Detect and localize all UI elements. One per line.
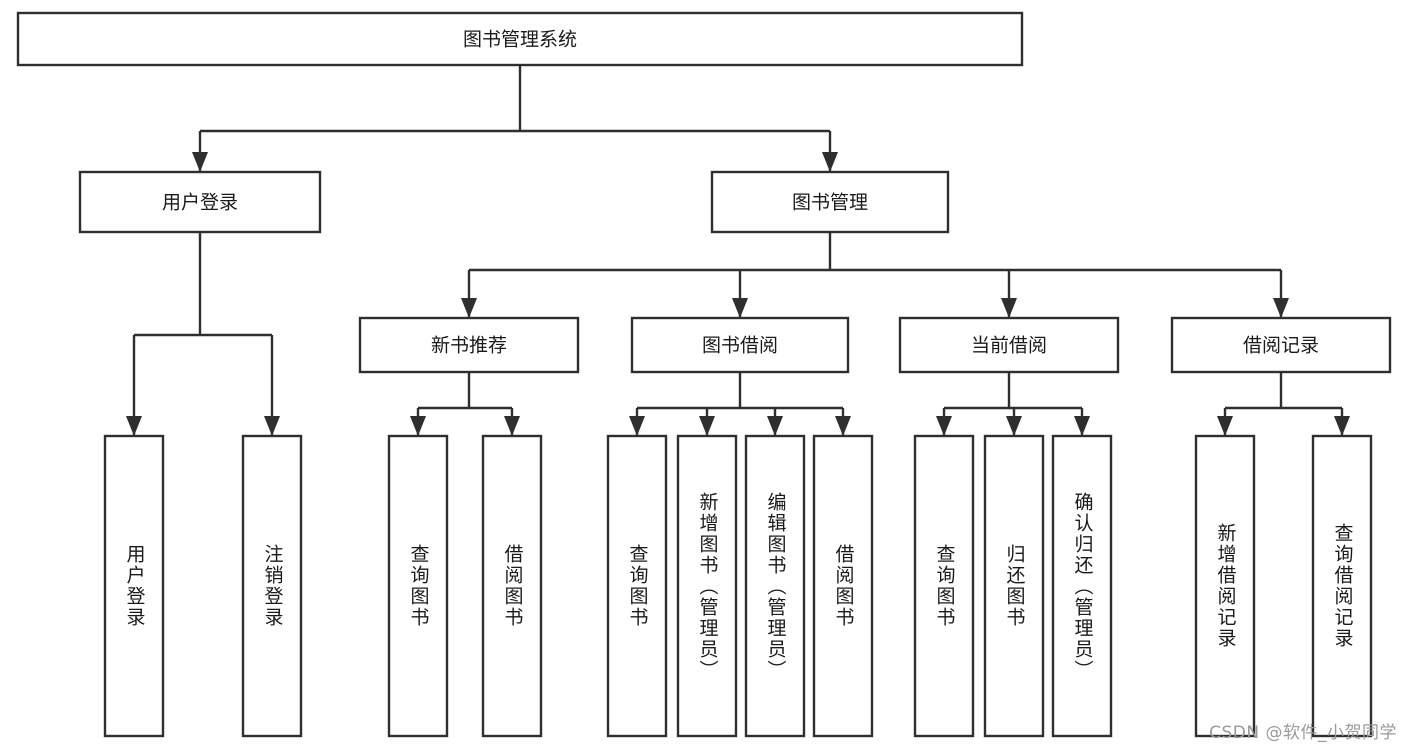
node-box-leaf-add-record[interactable] [1194, 434, 1256, 738]
arrow-head-icon-current-borrow [1001, 298, 1017, 318]
arrow-head-icon-leaf-borrow-book-1 [504, 416, 520, 436]
arrow-head-icon-new-book-rec [461, 298, 477, 318]
arrow-head-icon-book-manage [822, 152, 838, 172]
node-box-leaf-return-book[interactable] [983, 434, 1045, 738]
node-box-borrow-record[interactable] [1170, 316, 1392, 374]
node-label-current-borrow: 当前借阅 [971, 335, 1047, 357]
arrow-head-icon-book-borrow [732, 298, 748, 318]
node-box-leaf-confirm-return[interactable] [1051, 434, 1113, 738]
node-box-root[interactable] [16, 11, 1024, 67]
node-box-leaf-query-book-3[interactable] [913, 434, 975, 738]
arrow-head-icon-leaf-return-book [1006, 416, 1022, 436]
node-box-leaf-add-book[interactable] [676, 434, 738, 738]
node-box-leaf-query-record[interactable] [1311, 434, 1373, 738]
node-box-leaf-query-book-1[interactable] [387, 434, 449, 738]
arrow-head-icon-leaf-confirm-return [1074, 416, 1090, 436]
node-label-book-borrow: 图书借阅 [702, 335, 778, 357]
node-box-current-borrow[interactable] [898, 316, 1120, 374]
node-box-leaf-user-login[interactable] [103, 434, 165, 738]
arrow-head-icon-leaf-query-record [1334, 416, 1350, 436]
arrow-head-icon-borrow-record [1273, 298, 1289, 318]
node-box-leaf-logout[interactable] [241, 434, 303, 738]
node-box-new-book-rec[interactable] [358, 316, 580, 374]
arrow-head-icon-user-login [192, 152, 208, 172]
node-label-root: 图书管理系统 [463, 29, 577, 51]
arrow-head-icon-leaf-query-book-1 [410, 416, 426, 436]
watermark-text: CSDN @软件_小贺同学 [1209, 723, 1397, 743]
node-box-book-borrow[interactable] [630, 316, 850, 374]
node-box-leaf-borrow-book-1[interactable] [481, 434, 543, 738]
node-label-user-login: 用户登录 [162, 192, 238, 214]
node-box-leaf-borrow-book-2[interactable] [812, 434, 874, 738]
arrow-head-icon-leaf-query-book-3 [936, 416, 952, 436]
node-box-book-manage[interactable] [710, 170, 950, 234]
arrow-head-icon-leaf-query-book-2 [629, 416, 645, 436]
node-label-new-book-rec: 新书推荐 [431, 335, 507, 357]
arrow-head-icon-leaf-logout [264, 416, 280, 436]
connector-lines-group [126, 65, 1350, 436]
node-label-borrow-record: 借阅记录 [1243, 335, 1319, 357]
node-box-leaf-edit-book[interactable] [744, 434, 806, 738]
arrow-head-icon-leaf-add-book [699, 416, 715, 436]
node-box-user-login[interactable] [78, 170, 322, 234]
arrow-head-icon-leaf-add-record [1217, 416, 1233, 436]
node-box-leaf-query-book-2[interactable] [606, 434, 668, 738]
arrow-head-icon-leaf-edit-book [767, 416, 783, 436]
arrow-head-icon-leaf-borrow-book-2 [835, 416, 851, 436]
arrow-head-icon-leaf-user-login [126, 416, 142, 436]
node-label-book-manage: 图书管理 [792, 192, 868, 214]
